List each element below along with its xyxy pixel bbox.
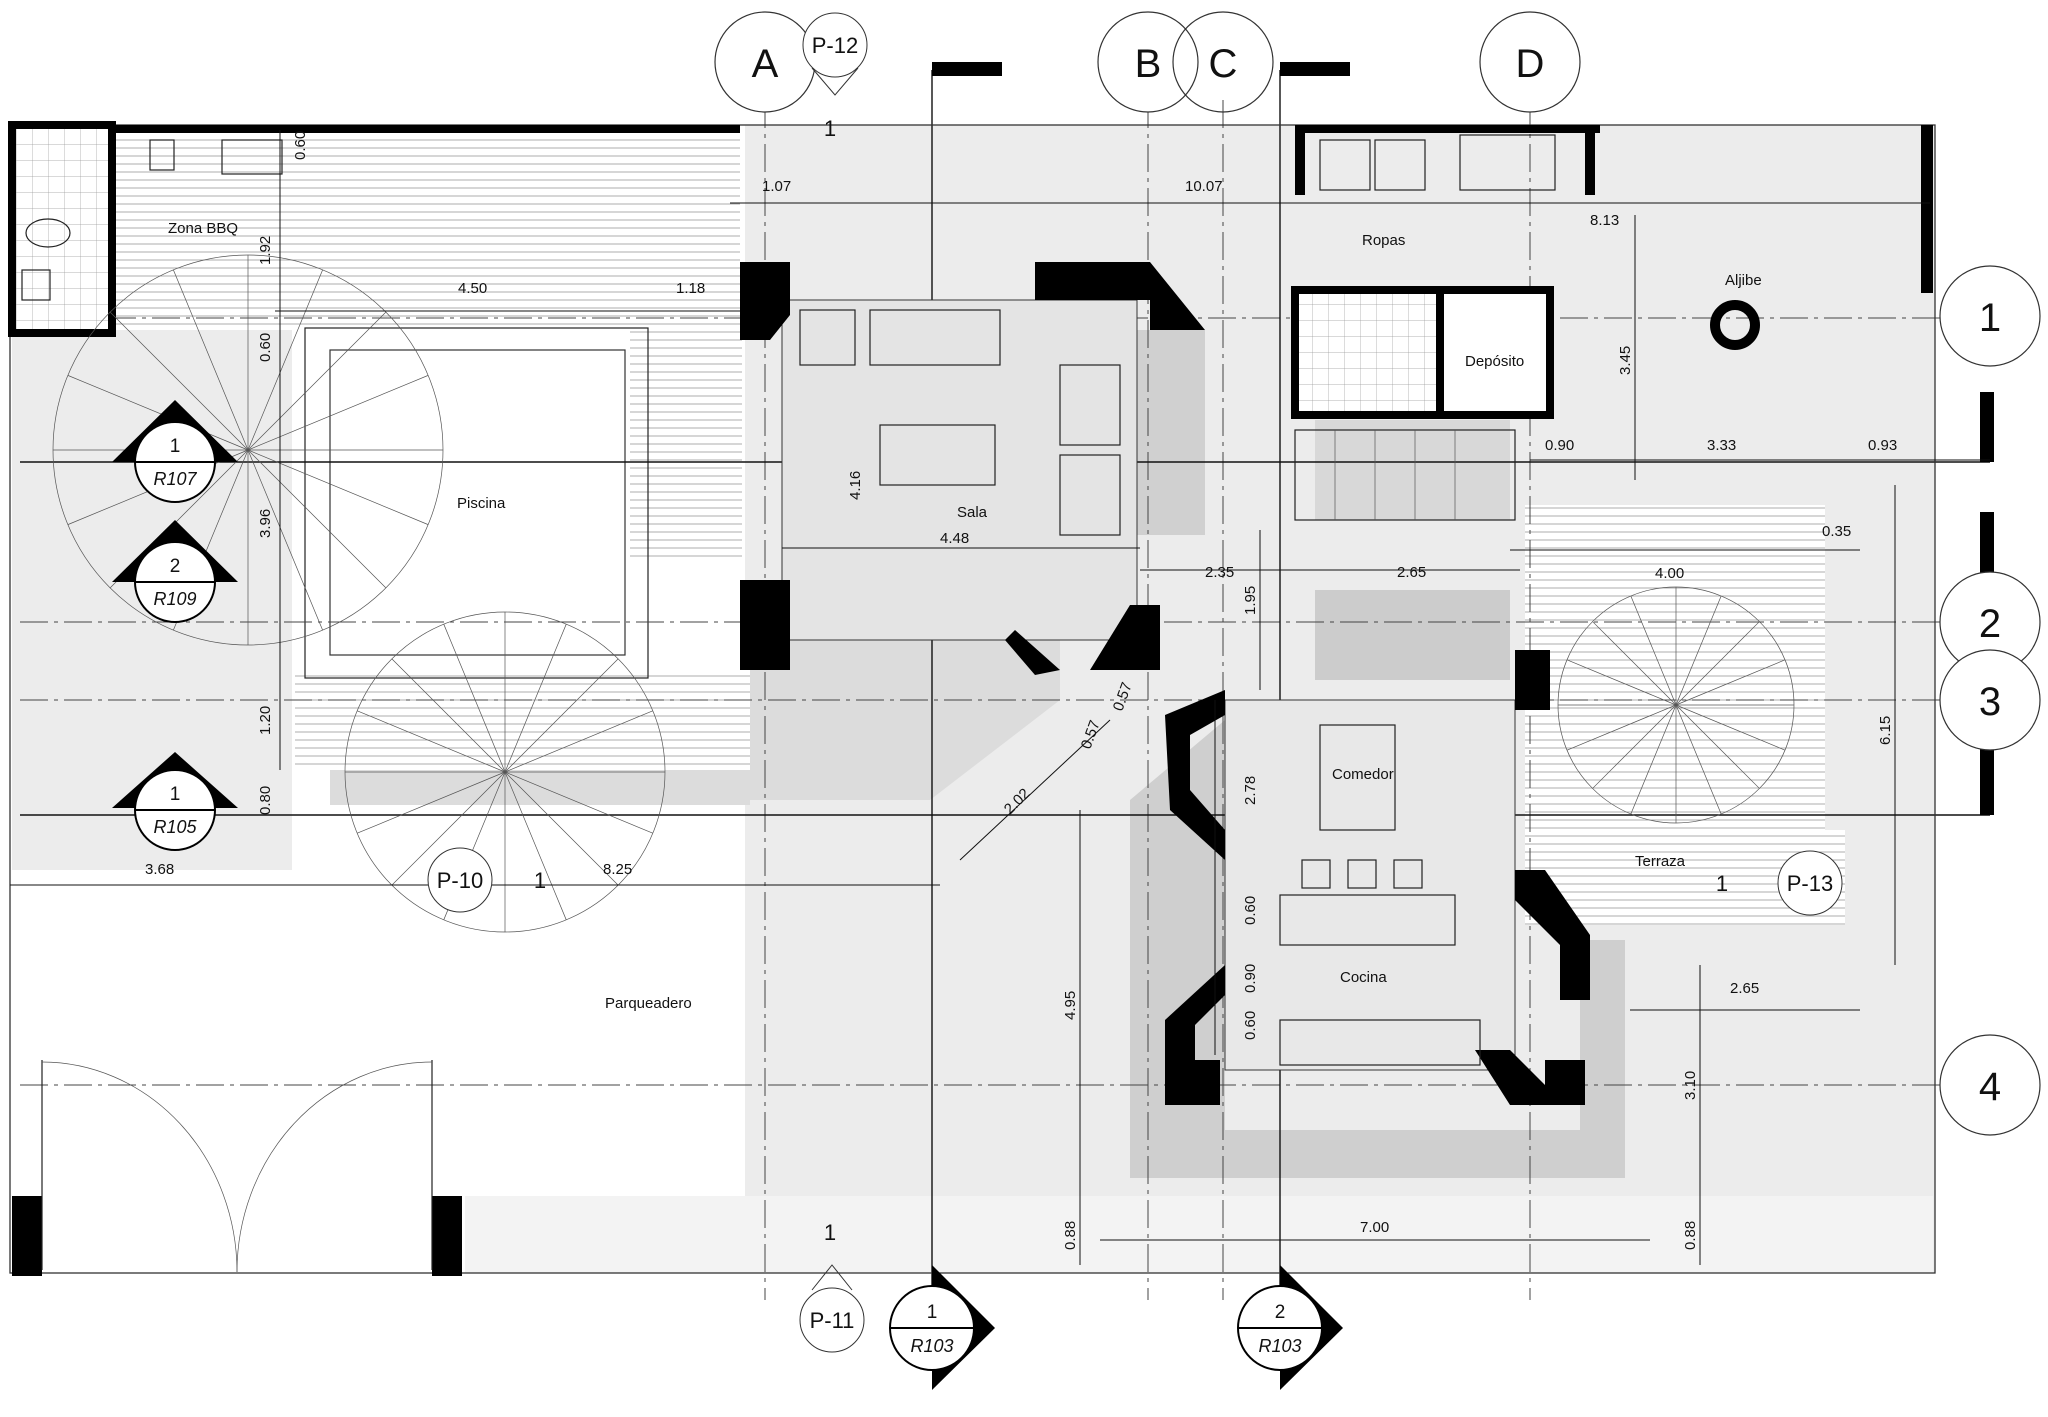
grid-axis-4: 4 <box>1979 1065 2001 1109</box>
dim-0-93: 0.93 <box>1868 437 1897 454</box>
tag-p10: P-10 <box>437 868 483 893</box>
dim-8-25: 8.25 <box>603 861 632 878</box>
section-bottom-left-ref: R103 <box>910 1336 953 1356</box>
label-piscina: Piscina <box>457 495 506 512</box>
spiral-stairs <box>52 254 1795 933</box>
dim-4-16: 4.16 <box>847 471 864 500</box>
bbq-fixtures <box>21 125 283 330</box>
dim-0-88a: 0.88 <box>1062 1221 1079 1250</box>
service-block <box>1291 134 1760 521</box>
label-comedor: Comedor <box>1332 766 1394 783</box>
label-zona-bbq: Zona BBQ <box>168 220 238 237</box>
label-deposito: Depósito <box>1465 353 1524 370</box>
dim-0-60b: 0.60 <box>257 333 274 362</box>
dim-3-33: 3.33 <box>1707 437 1736 454</box>
dim-3-10: 3.10 <box>1682 1071 1699 1100</box>
dim-4-00: 4.00 <box>1655 565 1684 582</box>
label-terraza: Terraza <box>1635 853 1686 870</box>
tag-p13: P-13 <box>1787 871 1833 896</box>
elevation-tags: P-12 1 P-10 1 P-11 1 P-13 1 <box>427 12 1843 1353</box>
dim-3-96: 3.96 <box>257 509 274 538</box>
dim-8-13: 8.13 <box>1590 212 1619 229</box>
dim-4-48: 4.48 <box>940 530 969 547</box>
dim-7-00: 7.00 <box>1360 1219 1389 1236</box>
dim-1-20: 1.20 <box>257 706 274 735</box>
dim-0-80: 0.80 <box>257 786 274 815</box>
label-parqueadero: Parqueadero <box>605 995 692 1012</box>
section-bottom-right-ref: R103 <box>1258 1336 1301 1356</box>
dim-10-07: 10.07 <box>1185 178 1223 195</box>
level-bottom: 1 <box>824 1220 836 1245</box>
dim-0-90a: 0.90 <box>1545 437 1574 454</box>
grid-axis-a: A <box>752 42 779 86</box>
dim-0-88b: 0.88 <box>1682 1221 1699 1250</box>
grid-axis-2: 2 <box>1979 602 2001 646</box>
dim-0-60c: 0.60 <box>1242 896 1259 925</box>
section-left-bottom-ref: R105 <box>153 817 197 837</box>
dim-1-95: 1.95 <box>1242 586 1259 615</box>
level-left: 1 <box>534 868 546 893</box>
kitchen-block <box>1165 650 1590 1105</box>
section-bottom-right-num: 2 <box>1275 1302 1286 1323</box>
sala-block <box>740 262 1205 675</box>
grid-bubbles: A B C D 1 2 3 4 <box>714 11 2041 1136</box>
tag-p11: P-11 <box>810 1308 855 1333</box>
section-bottom-left-num: 1 <box>927 1302 938 1323</box>
dim-2-65a: 2.65 <box>1397 564 1426 581</box>
dim-1-07: 1.07 <box>762 178 791 195</box>
tag-p12: P-12 <box>812 33 858 58</box>
level-right: 1 <box>1716 871 1728 896</box>
level-top: 1 <box>824 116 836 141</box>
section-left-mid-num: 2 <box>170 556 181 577</box>
grid-axis-b: B <box>1135 42 1162 86</box>
grid-axis-c: C <box>1209 42 1238 86</box>
decks <box>115 125 1845 925</box>
grid-axis-d: D <box>1516 42 1545 86</box>
dim-0-90b: 0.90 <box>1242 964 1259 993</box>
section-left-mid-ref: R109 <box>153 589 196 609</box>
dim-1-92: 1.92 <box>257 236 274 265</box>
section-markers: 1 R107 2 R109 1 R105 1 R103 2 R103 <box>112 400 1343 1390</box>
dim-3-68: 3.68 <box>145 861 174 878</box>
room-labels: Zona BBQ Piscina Sala Ropas Aljibe Depós… <box>168 220 1762 1012</box>
grid-axis-1: 1 <box>1979 296 2001 340</box>
label-sala: Sala <box>957 504 988 521</box>
section-left-top-num: 1 <box>170 436 181 457</box>
section-left-bottom-num: 1 <box>170 784 181 805</box>
dim-0-35: 0.35 <box>1822 523 1851 540</box>
dim-3-45: 3.45 <box>1617 346 1634 375</box>
dim-4-95: 4.95 <box>1062 991 1079 1020</box>
section-left-top-ref: R107 <box>153 469 197 489</box>
dim-2-78: 2.78 <box>1242 776 1259 805</box>
pool <box>329 349 626 656</box>
grid-axis-3: 3 <box>1979 680 2001 724</box>
dim-6-15: 6.15 <box>1877 716 1894 745</box>
dim-0-60d: 0.60 <box>1242 1011 1259 1040</box>
dim-1-18: 1.18 <box>676 280 705 297</box>
dimension-lines <box>10 130 1990 1265</box>
label-cocina: Cocina <box>1340 969 1387 986</box>
dim-2-35: 2.35 <box>1205 564 1234 581</box>
label-aljibe: Aljibe <box>1725 272 1762 289</box>
boundary <box>8 121 1936 1276</box>
dim-0-60a: 0.60 <box>292 131 309 160</box>
dimension-labels: 1.07 10.07 8.13 0.60 1.92 4.50 1.18 0.60… <box>145 131 1897 1250</box>
label-ropas: Ropas <box>1362 232 1405 249</box>
dim-4-50: 4.50 <box>458 280 487 297</box>
dim-2-65b: 2.65 <box>1730 980 1759 997</box>
